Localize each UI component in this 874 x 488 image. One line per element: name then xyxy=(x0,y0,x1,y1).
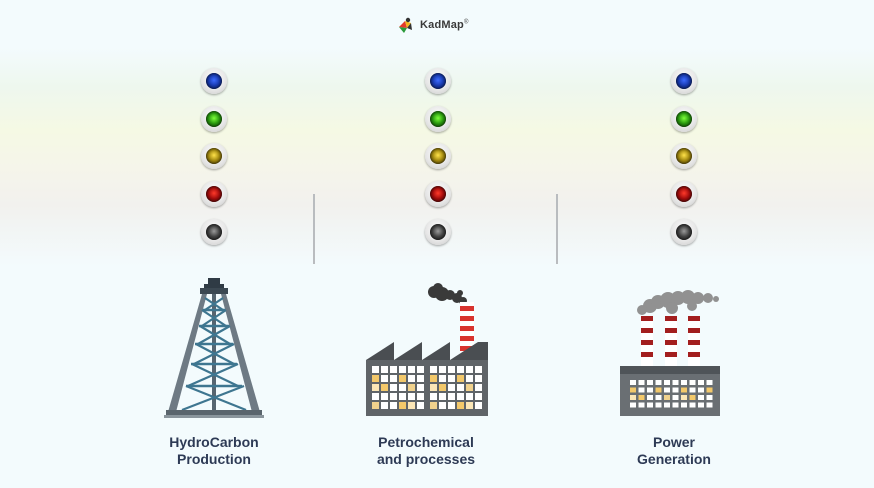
status-lamp-blue[interactable] xyxy=(671,68,697,94)
status-lamp-off[interactable] xyxy=(201,219,227,245)
status-lamp-green[interactable] xyxy=(201,106,227,132)
column-petrochemical xyxy=(371,0,531,488)
column-divider xyxy=(556,194,558,264)
caption-power: Power Generation xyxy=(574,434,774,468)
status-lamp-yellow[interactable] xyxy=(425,143,451,169)
lamp-indicator xyxy=(430,224,446,240)
caption-line: and processes xyxy=(376,451,476,467)
lamp-indicator xyxy=(206,186,222,202)
factory-windows-right xyxy=(430,366,482,409)
caption-line: Petrochemical xyxy=(378,434,474,450)
caption-hydrocarbon: HydroCarbon Production xyxy=(114,434,314,468)
lamp-indicator xyxy=(676,148,692,164)
status-lamp-red[interactable] xyxy=(425,181,451,207)
status-lamp-yellow[interactable] xyxy=(671,143,697,169)
power-chimneys xyxy=(641,316,700,366)
status-lamp-off[interactable] xyxy=(425,219,451,245)
column-hydrocarbon xyxy=(134,0,294,488)
lamp-indicator xyxy=(206,148,222,164)
brand-name: KadMap® xyxy=(420,19,469,31)
brand-logo: KadMap® xyxy=(396,15,469,35)
lamp-indicator xyxy=(676,73,692,89)
lamp-indicator xyxy=(430,148,446,164)
status-lamp-red[interactable] xyxy=(671,181,697,207)
factory-windows-left xyxy=(372,366,424,409)
power-plant-windows xyxy=(630,380,713,408)
column-divider xyxy=(313,194,315,264)
lamp-indicator xyxy=(206,111,222,127)
kadmap-logo-icon xyxy=(399,17,412,33)
lamp-indicator xyxy=(206,224,222,240)
lamp-indicator xyxy=(676,111,692,127)
factory-icon xyxy=(366,283,488,416)
status-lamp-green[interactable] xyxy=(425,106,451,132)
caption-line: HydroCarbon xyxy=(169,434,259,450)
status-lamp-yellow[interactable] xyxy=(201,143,227,169)
lamp-indicator xyxy=(676,224,692,240)
lamp-indicator xyxy=(430,186,446,202)
status-lamp-blue[interactable] xyxy=(425,68,451,94)
status-lamp-blue[interactable] xyxy=(201,68,227,94)
status-lamp-green[interactable] xyxy=(671,106,697,132)
caption-line: Power xyxy=(652,434,695,450)
caption-petrochemical: Petrochemical and processes xyxy=(326,434,526,468)
lamp-indicator xyxy=(430,73,446,89)
power-plant-icon xyxy=(620,290,720,416)
lamp-indicator xyxy=(430,111,446,127)
status-lamp-red[interactable] xyxy=(201,181,227,207)
status-lamp-off[interactable] xyxy=(671,219,697,245)
oil-derrick-icon xyxy=(164,278,264,418)
caption-line: Production xyxy=(177,451,251,467)
lamp-indicator xyxy=(676,186,692,202)
lamp-indicator xyxy=(206,73,222,89)
column-power xyxy=(608,0,768,488)
caption-line: Generation xyxy=(637,451,711,467)
